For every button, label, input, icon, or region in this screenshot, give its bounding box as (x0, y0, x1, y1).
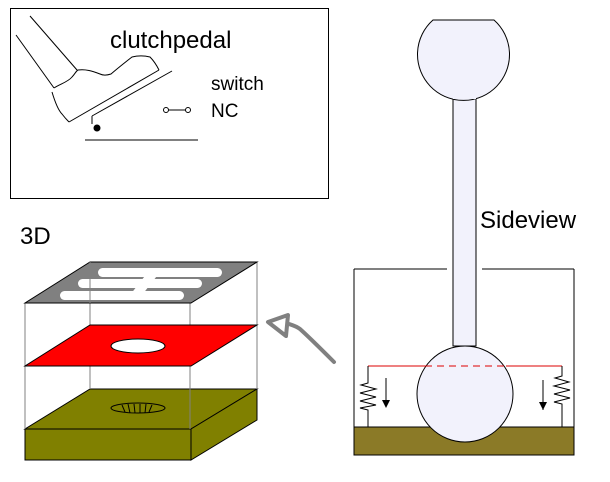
spring-left-icon (359, 366, 378, 427)
arrow-down-left-icon (382, 378, 390, 408)
housing-frame (353, 268, 575, 455)
lever-knob (417, 19, 510, 101)
switch-state-label: NC (211, 101, 238, 122)
clutch-pedal-title: clutchpedal (110, 27, 231, 54)
three-d-title: 3D (20, 223, 51, 250)
pedal-icon (91, 70, 173, 132)
arrow-icon (266, 313, 336, 364)
switch-label: switch (211, 74, 264, 95)
lever-ball (416, 345, 514, 443)
switch-nc-icon (163, 107, 191, 113)
spring-right-icon (552, 366, 571, 427)
arrow-down-right-icon (539, 380, 547, 410)
clutch-panel-frame (10, 8, 329, 199)
lever-shaft (452, 95, 477, 347)
switch-plate (23, 324, 259, 367)
three-d-view: 3D (20, 223, 259, 461)
side-view-title: Sideview (480, 207, 577, 234)
clutch-pedal-panel: clutchpedal switch NC (10, 8, 329, 199)
base-dimple-icon (110, 402, 166, 414)
base-front-face (24, 428, 192, 461)
gate-plate (23, 261, 259, 304)
plate-hole (110, 338, 166, 354)
foot-icon (15, 15, 160, 123)
shift-gate-icon (60, 268, 222, 300)
base-block (23, 388, 259, 461)
side-view: Sideview (353, 19, 577, 456)
base-side-face (190, 388, 258, 461)
